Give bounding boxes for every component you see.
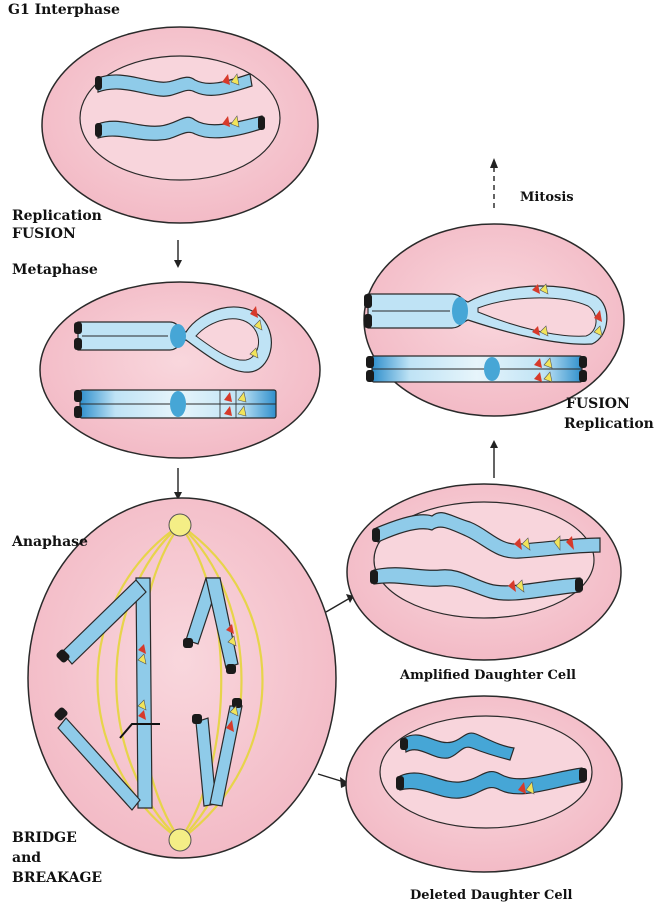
label-and: and: [12, 850, 41, 866]
arrow-right-icon: [318, 774, 350, 788]
cell-amplified-daughter: [347, 484, 621, 660]
bridge-chromosome: [136, 578, 152, 808]
label-deleted-daughter: Deleted Daughter Cell: [410, 888, 572, 903]
cell-anaphase: [28, 498, 336, 858]
label-breakage: BREAKAGE: [12, 870, 102, 886]
label-replication-right: Replication: [564, 416, 654, 432]
arrow-down-icon: [174, 468, 182, 500]
label-mitosis: Mitosis: [520, 190, 574, 205]
centrosome: [169, 829, 191, 851]
label-bridge: BRIDGE: [12, 830, 77, 846]
centrosome: [169, 514, 191, 536]
label-replication: Replication: [12, 208, 102, 224]
label-fusion-right: FUSION: [566, 396, 630, 412]
label-amplified-daughter: Amplified Daughter Cell: [400, 668, 576, 683]
label-fusion-left: FUSION: [12, 226, 76, 242]
cell-deleted-daughter: [346, 696, 622, 872]
cell-g1-interphase: [42, 27, 318, 223]
arrow-down-icon: [174, 240, 182, 268]
arrow-up-icon: [490, 440, 498, 478]
label-metaphase: Metaphase: [12, 262, 98, 278]
label-g1-interphase: G1 Interphase: [8, 2, 120, 18]
cell-fusion-replication: [364, 224, 624, 416]
label-anaphase: Anaphase: [12, 534, 88, 550]
arrow-right-icon: [326, 594, 354, 612]
dashed-arrow-up-icon: [490, 158, 498, 208]
cell-metaphase: [40, 282, 320, 458]
